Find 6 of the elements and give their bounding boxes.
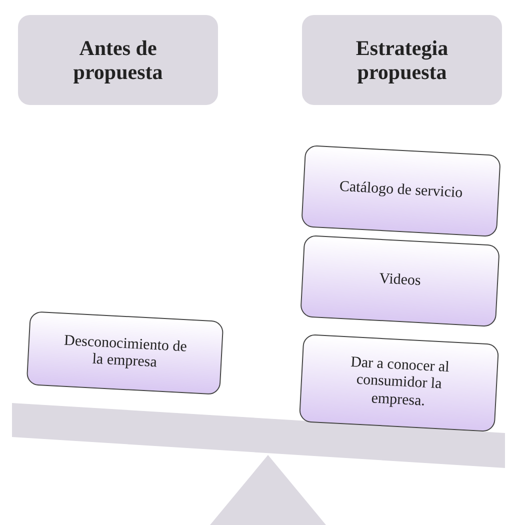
- weight-box: Videos: [300, 234, 500, 328]
- column-heading: Estrategia propuesta: [302, 15, 502, 105]
- weight-box: Catálogo de servicio: [301, 144, 501, 238]
- weight-box: Dar a conocer al consumidor la empresa.: [298, 334, 500, 432]
- column-heading: Antes de propuesta: [18, 15, 218, 105]
- weight-box: Desconocimiento de la empresa: [26, 310, 224, 396]
